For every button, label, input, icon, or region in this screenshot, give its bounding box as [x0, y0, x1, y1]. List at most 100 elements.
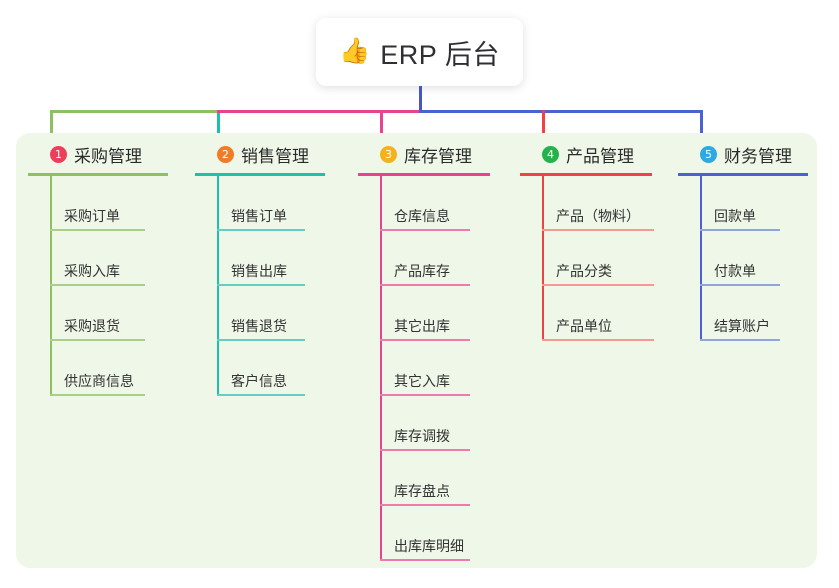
leaf-item-underline — [50, 339, 145, 341]
leaf-item-label: 库存盘点 — [394, 483, 450, 499]
column-underline-5 — [678, 173, 808, 176]
leaf-item-label: 付款单 — [714, 263, 756, 279]
column-underline-2 — [195, 173, 325, 176]
leaf-item-label: 其它入库 — [394, 373, 450, 389]
leaf-item-underline — [542, 339, 654, 341]
leaf-item[interactable]: 产品库存 — [358, 231, 490, 286]
leaf-list-2: 销售订单销售出库销售退货客户信息 — [195, 176, 325, 396]
leaf-item-label: 回款单 — [714, 208, 756, 224]
column-badge-2: 2 — [217, 145, 234, 163]
leaf-item[interactable]: 库存盘点 — [358, 451, 490, 506]
leaf-item-underline — [217, 339, 305, 341]
leaf-item[interactable]: 付款单 — [678, 231, 808, 286]
leaf-item[interactable]: 库存调拨 — [358, 396, 490, 451]
leaf-item-label: 产品库存 — [394, 263, 450, 279]
leaf-list-1: 采购订单采购入库采购退货供应商信息 — [28, 176, 168, 396]
leaf-item-underline — [217, 229, 305, 231]
leaf-item-label: 出库库明细 — [394, 538, 464, 554]
leaf-item-underline — [217, 284, 305, 286]
leaf-spine-5 — [700, 176, 702, 341]
leaf-item-underline — [380, 339, 470, 341]
leaf-item-label: 采购入库 — [64, 263, 120, 279]
connector-drop-5 — [700, 110, 703, 137]
leaf-item-underline — [50, 229, 145, 231]
leaf-item-label: 采购订单 — [64, 208, 120, 224]
root-title: ERP 后台 — [380, 39, 500, 70]
leaf-item-label: 销售退货 — [231, 318, 287, 334]
connector-segment-1 — [50, 110, 220, 113]
column-财务管理: 5 财务管理回款单付款单结算账户 — [678, 142, 808, 341]
leaf-list-3: 仓库信息产品库存其它出库其它入库库存调拨库存盘点出库库明细 — [358, 176, 490, 561]
leaf-item-label: 采购退货 — [64, 318, 120, 334]
leaf-list-4: 产品（物料） 产品分类产品单位 — [520, 176, 654, 341]
leaf-item[interactable]: 结算账户 — [678, 286, 808, 341]
column-title-5: 财务管理 — [724, 146, 792, 166]
column-underline-3 — [358, 173, 490, 176]
column-header-5[interactable]: 5 财务管理 — [678, 142, 808, 166]
leaf-item-underline — [380, 229, 470, 231]
column-title-4: 产品管理 — [566, 146, 634, 166]
leaf-item[interactable]: 采购入库 — [28, 231, 168, 286]
leaf-item[interactable]: 客户信息 — [195, 341, 325, 396]
leaf-item-label: 结算账户 — [714, 318, 770, 334]
leaf-item-underline — [50, 394, 145, 396]
column-badge-1: 1 — [50, 145, 67, 163]
leaf-item[interactable]: 采购退货 — [28, 286, 168, 341]
thumbs-up-icon: 👍 — [339, 36, 371, 65]
column-underline-4 — [520, 173, 652, 176]
leaf-item-underline — [700, 284, 780, 286]
leaf-item-underline — [380, 449, 470, 451]
column-badge-5: 5 — [700, 145, 717, 163]
leaf-list-5: 回款单付款单结算账户 — [678, 176, 808, 341]
leaf-item[interactable]: 销售出库 — [195, 231, 325, 286]
leaf-spine-3 — [380, 176, 382, 561]
leaf-item-label: 客户信息 — [231, 373, 287, 389]
leaf-item[interactable]: 产品分类 — [520, 231, 654, 286]
root-node-card[interactable]: 👍 ERP 后台 — [316, 18, 523, 86]
leaf-item[interactable]: 采购订单 — [28, 176, 168, 231]
column-title-3: 库存管理 — [404, 146, 472, 166]
connector-drop-2 — [217, 110, 220, 137]
leaf-item-underline — [542, 229, 654, 231]
leaf-item[interactable]: 产品单位 — [520, 286, 654, 341]
leaf-item-underline — [700, 229, 780, 231]
connector-segment-right — [419, 110, 703, 113]
leaf-item-label: 其它出库 — [394, 318, 450, 334]
leaf-item[interactable]: 仓库信息 — [358, 176, 490, 231]
leaf-item-underline — [700, 339, 780, 341]
leaf-item[interactable]: 产品（物料） — [520, 176, 654, 231]
leaf-item-label: 仓库信息 — [394, 208, 450, 224]
connector-drop-4 — [542, 110, 545, 137]
leaf-item[interactable]: 供应商信息 — [28, 341, 168, 396]
leaf-item[interactable]: 回款单 — [678, 176, 808, 231]
diagram-panel — [16, 133, 817, 568]
leaf-spine-4 — [542, 176, 544, 341]
leaf-item[interactable]: 销售退货 — [195, 286, 325, 341]
leaf-spine-2 — [217, 176, 219, 396]
connector-drop-1 — [50, 110, 53, 137]
leaf-item-label: 产品分类 — [556, 263, 612, 279]
leaf-item[interactable]: 其它入库 — [358, 341, 490, 396]
leaf-item-underline — [50, 284, 145, 286]
leaf-item-underline — [380, 559, 470, 561]
leaf-item-label: 产品（物料） — [556, 208, 640, 224]
column-underline-1 — [28, 173, 168, 176]
leaf-item-underline — [380, 394, 470, 396]
leaf-item-underline — [380, 284, 470, 286]
leaf-item-underline — [542, 284, 654, 286]
leaf-item-label: 产品单位 — [556, 318, 612, 334]
connector-drop-3 — [380, 110, 383, 137]
leaf-item[interactable]: 出库库明细 — [358, 506, 490, 561]
leaf-item[interactable]: 其它出库 — [358, 286, 490, 341]
leaf-item[interactable]: 销售订单 — [195, 176, 325, 231]
stem-line — [419, 86, 422, 113]
leaf-item-label: 供应商信息 — [64, 373, 134, 389]
